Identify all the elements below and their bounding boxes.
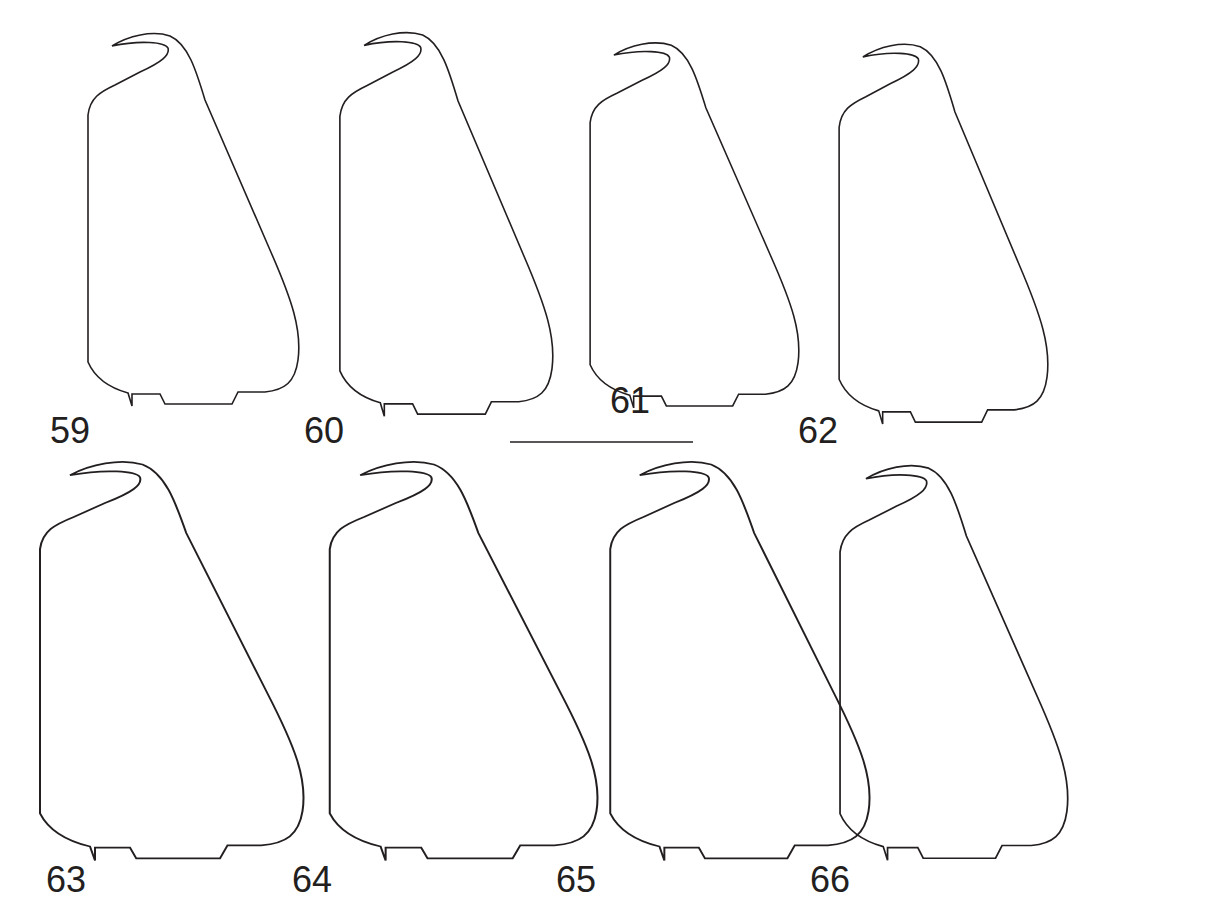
figure-number: 61	[610, 383, 650, 419]
figure-number: 59	[50, 413, 90, 449]
paramere-outline	[330, 462, 598, 860]
paramere-outline	[40, 462, 304, 860]
figure-number: 65	[556, 862, 596, 898]
paramere-outline	[610, 462, 869, 860]
paramere-outline	[839, 44, 1048, 424]
paramere-outline	[340, 33, 553, 417]
paramere-outline	[88, 34, 299, 406]
figure-number: 60	[304, 413, 344, 449]
figure-number: 63	[46, 862, 86, 898]
scale-bar	[510, 441, 693, 443]
paramere-outline	[840, 466, 1068, 861]
figure-number: 64	[292, 862, 332, 898]
figure-number: 62	[798, 413, 838, 449]
figure-number: 66	[810, 862, 850, 898]
paramere-outline	[590, 43, 799, 408]
